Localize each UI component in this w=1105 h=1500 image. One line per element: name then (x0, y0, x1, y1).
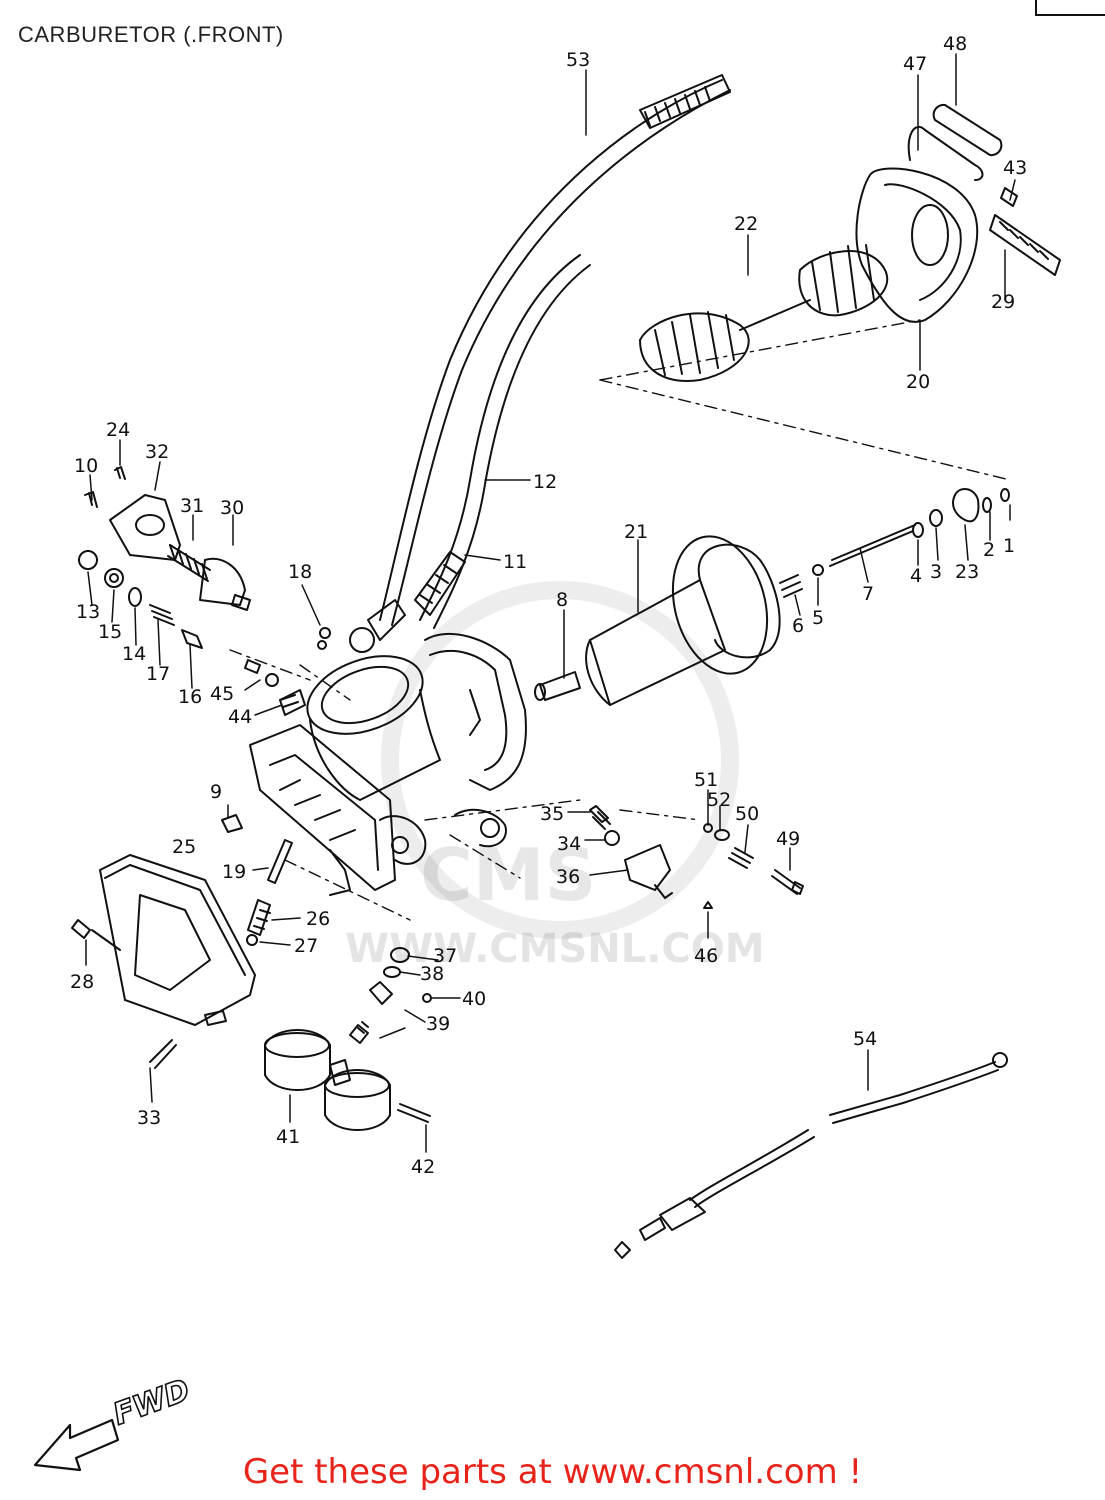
label-22: 22 (734, 213, 758, 235)
reference-lines (229, 319, 1011, 921)
label-15: 15 (98, 621, 122, 643)
label-9: 9 (210, 781, 222, 803)
label-12: 12 (533, 471, 557, 493)
label-52: 52 (707, 789, 731, 811)
label-43: 43 (1003, 157, 1027, 179)
label-51: 51 (694, 769, 718, 791)
fwd-label: FWD (109, 1373, 195, 1433)
label-31: 31 (180, 495, 204, 517)
label-2: 2 (983, 539, 995, 561)
label-21: 21 (624, 521, 648, 543)
throttle-stop-group (589, 805, 804, 909)
label-41: 41 (276, 1126, 300, 1148)
throttle-cable-53 (349, 74, 731, 653)
label-14: 14 (122, 643, 146, 665)
watermark-brand: CMS (420, 833, 596, 917)
label-4: 4 (910, 565, 922, 587)
label-8: 8 (556, 589, 568, 611)
label-23: 23 (955, 561, 979, 583)
label-48: 48 (943, 33, 967, 55)
cable-54 (614, 1052, 1008, 1259)
label-3: 3 (930, 561, 942, 583)
arrow-left-icon (33, 1418, 120, 1472)
leader-lines (85, 53, 1016, 1153)
floats-41 (264, 1029, 431, 1131)
label-18: 18 (288, 561, 312, 583)
choke-cable-12 (414, 254, 591, 629)
label-32: 32 (145, 441, 169, 463)
label-44: 44 (228, 706, 252, 728)
label-40: 40 (462, 988, 486, 1010)
main-jet-26-27 (246, 899, 271, 946)
label-26: 26 (306, 908, 330, 930)
label-50: 50 (735, 803, 759, 825)
label-33: 33 (137, 1107, 161, 1129)
label-53: 53 (566, 49, 590, 71)
label-7: 7 (862, 583, 874, 605)
label-49: 49 (776, 828, 800, 850)
float-bowl-25 (71, 854, 256, 1069)
label-1: 1 (1003, 535, 1015, 557)
label-16: 16 (178, 686, 202, 708)
label-42: 42 (411, 1156, 435, 1178)
jet-needle-group (779, 488, 1010, 598)
label-27: 27 (294, 935, 318, 957)
part-labels: 53 48 47 43 22 29 20 12 11 21 8 24 32 10… (70, 33, 1027, 1178)
top-cover-group (855, 103, 1061, 323)
label-6: 6 (792, 615, 804, 637)
label-47: 47 (903, 53, 927, 75)
label-30: 30 (220, 497, 244, 519)
label-35: 35 (540, 803, 564, 825)
label-46: 46 (694, 945, 718, 967)
label-37: 37 (433, 945, 457, 967)
watermark: CMS WWW.CMSNL.COM (345, 581, 765, 972)
needle-valve-parts (244, 627, 331, 708)
label-17: 17 (146, 663, 170, 685)
accelerator-pump-group (78, 466, 251, 649)
spring-22 (639, 244, 889, 382)
label-29: 29 (991, 291, 1015, 313)
label-54: 54 (853, 1028, 877, 1050)
label-13: 13 (76, 601, 100, 623)
carburetor-body (249, 632, 527, 896)
label-24: 24 (106, 419, 130, 441)
label-5: 5 (812, 607, 824, 629)
watermark-url: WWW.CMSNL.COM (345, 926, 765, 972)
label-38: 38 (420, 963, 444, 985)
label-39: 39 (426, 1013, 450, 1035)
label-45: 45 (210, 683, 234, 705)
frame-corner (1035, 0, 1105, 16)
label-19: 19 (222, 861, 246, 883)
label-10: 10 (74, 455, 98, 477)
footer-link-text[interactable]: Get these parts at www.cmsnl.com ! (242, 1452, 863, 1492)
label-36: 36 (556, 866, 580, 888)
label-11: 11 (503, 551, 527, 573)
fitting-9-19 (221, 814, 293, 884)
piston-valve-21 (534, 535, 781, 706)
label-28: 28 (70, 971, 94, 993)
label-20: 20 (906, 371, 930, 393)
label-25: 25 (172, 836, 196, 858)
label-34: 34 (557, 833, 581, 855)
diagram-title: CARBURETOR (.FRONT) (18, 22, 284, 47)
